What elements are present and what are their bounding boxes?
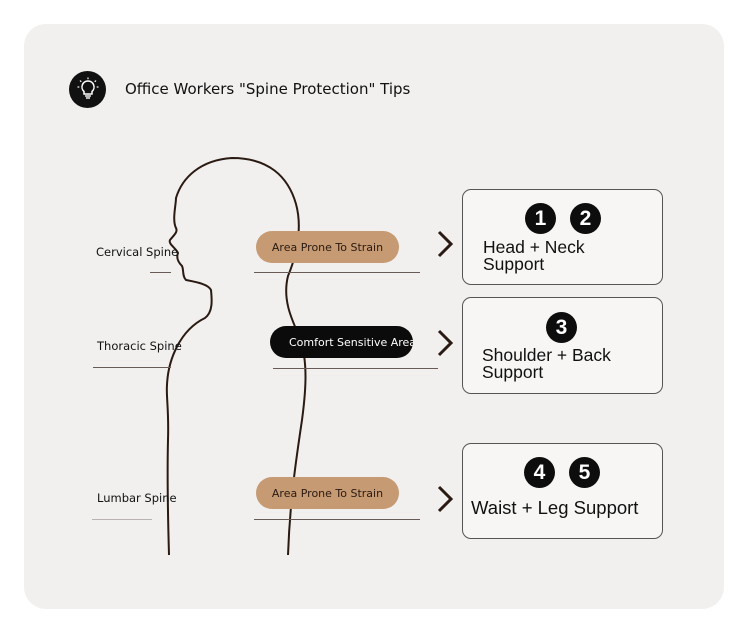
lumbar-tag-rule: [254, 519, 420, 520]
number-badge: 3: [546, 312, 577, 343]
support-text: Head + Neck Support: [483, 237, 585, 274]
lumbar-spine-label: Lumbar Spine: [97, 491, 177, 505]
support-box-waist-leg: 4 5 Waist + Leg Support: [462, 443, 663, 539]
chevron-right-icon: [437, 230, 454, 258]
number-badge: 5: [569, 457, 600, 488]
lumbar-rule: [92, 519, 152, 520]
support-text: Shoulder + Back Support: [482, 345, 611, 382]
number-badge: 4: [524, 457, 555, 488]
chevron-right-icon: [437, 329, 454, 357]
header: Office Workers "Spine Protection" Tips: [69, 70, 410, 108]
lightbulb-icon: [69, 70, 106, 108]
cervical-spine-label: Cervical Spine: [96, 245, 179, 259]
comfort-tag-thoracic: Comfort Sensitive Area: [270, 326, 413, 358]
cervical-tag-rule: [254, 272, 420, 273]
thoracic-rule: [93, 367, 171, 368]
support-box-head-neck: 1 2 Head + Neck Support: [462, 189, 663, 285]
page-title: Office Workers "Spine Protection" Tips: [125, 80, 411, 98]
support-box-shoulder-back: 3 Shoulder + Back Support: [462, 297, 663, 394]
thoracic-tag-rule: [273, 368, 438, 369]
thoracic-spine-label: Thoracic Spine: [97, 339, 182, 353]
strain-tag-lumbar: Area Prone To Strain: [256, 477, 399, 509]
chevron-right-icon: [437, 485, 454, 513]
support-text: Waist + Leg Support: [471, 497, 639, 518]
strain-tag-cervical: Area Prone To Strain: [256, 231, 399, 263]
cervical-rule: [150, 272, 171, 273]
number-badge: 2: [570, 203, 601, 234]
number-badge: 1: [525, 203, 556, 234]
